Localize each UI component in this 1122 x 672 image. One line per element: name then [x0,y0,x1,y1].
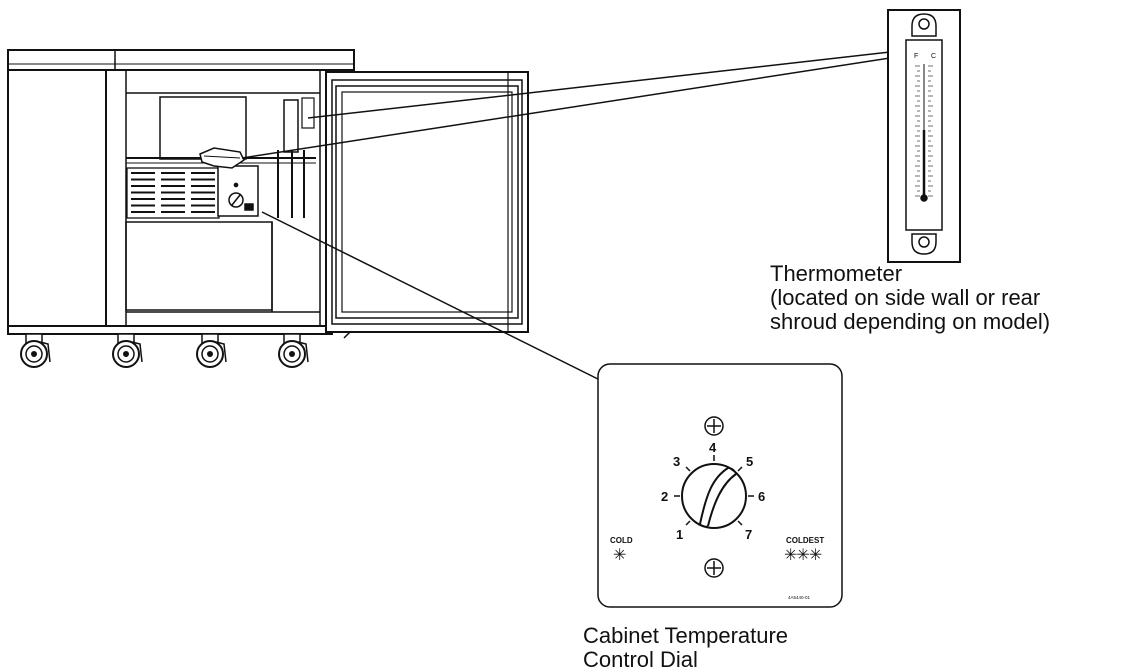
dial-caption-line2: Control Dial [583,647,698,672]
cold-label: COLD [610,536,633,545]
dial-caption-line1: Cabinet Temperature [583,623,789,648]
cold-snowflake-icon: ✳ [613,547,626,564]
condenser-grille [126,167,220,219]
dial-number-5: 5 [746,454,753,469]
dial-number-6: 6 [758,489,765,504]
dial-part-number: 4A5440-01 [788,595,811,600]
casters [20,333,309,368]
bottom-screw-icon [704,558,724,578]
dial-number-3: 3 [673,454,680,469]
thermometer-scale-c: C [931,53,936,60]
dial-number-2: 2 [661,489,668,504]
thermometer-ticks [915,65,933,197]
cabinet-top-surface [7,49,355,71]
dial-tick-marks [674,455,754,526]
thermometer-icon [905,13,943,255]
top-screw-icon [704,416,724,436]
thermometer-caption-line2: (located on side wall or rear [770,285,1041,310]
thermometer-caption: Thermometer (located on side wall or rea… [770,262,1050,334]
thermometer-callout-box: F C [887,9,961,263]
rear-shroud [159,96,247,160]
temperature-control-dial[interactable] [681,463,747,529]
refrigerator-cabinet [7,49,355,335]
coldest-label: COLDEST [786,536,824,545]
coldest-snowflake-icon: ✳✳✳ [784,547,822,564]
leader-lines [241,51,891,383]
dial-callout-box: 4 3 5 2 6 1 7 COLD ✳ COLDEST ✳✳✳ 4A5440-… [597,363,843,608]
dial-number-4: 4 [709,440,717,455]
thermometer-caption-line1: Thermometer [770,261,903,286]
unit-control-box [217,165,259,217]
thermometer-caption-line3: shroud depending on model) [770,309,1051,334]
unit-thermometer [199,147,245,169]
left-door-panel [7,69,107,333]
thermometer-scale-f: F [914,53,918,60]
dial-number-7: 7 [745,527,752,542]
dial-caption: Cabinet Temperature Control Dial [583,624,788,672]
open-door [325,71,529,339]
dial-number-1: 1 [676,527,683,542]
